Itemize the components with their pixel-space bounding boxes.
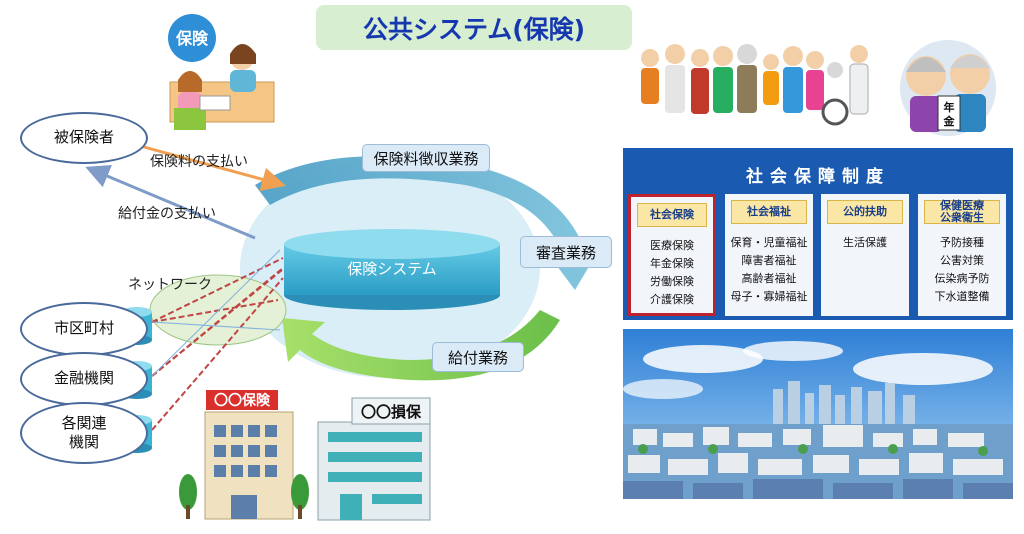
column-item: 下水道整備 xyxy=(934,290,990,303)
city-illustration xyxy=(623,329,1013,499)
cycle-arrow-top xyxy=(255,156,600,290)
pension-book xyxy=(937,95,961,131)
counsel-sign-bubble xyxy=(168,14,216,62)
column-item: 生活保護 xyxy=(843,236,887,249)
column-item: 医療保険 xyxy=(650,239,694,252)
counsel-sign-text: 保険 xyxy=(175,29,209,48)
database-top xyxy=(284,229,500,259)
pension-badge-char2: 金 xyxy=(943,114,956,128)
column-public-assistance: 公的扶助 生活保護 xyxy=(821,194,909,316)
column-item: 母子・寡婦福祉 xyxy=(730,290,808,303)
column-social-welfare: 社会福祉 保育・児童福祉 障害者福祉 高齢者福祉 母子・寡婦福祉 xyxy=(725,194,813,316)
insurer-sign: 〇〇保険 xyxy=(214,393,270,409)
column-social-insurance: 社会保険 医療保険 年金保険 労働保険 介護保険 xyxy=(628,194,716,316)
column-public-health: 保健医療 公衆衛生 予防接種 公害対策 伝染病予防 下水道整備 xyxy=(918,194,1006,316)
column-item: 介護保険 xyxy=(650,293,694,306)
pension-badge-char1: 年 xyxy=(944,100,955,114)
column-item: 公害対策 xyxy=(940,254,984,267)
insurance-building xyxy=(179,390,309,520)
page-title: 公共システム(保険) xyxy=(316,5,632,50)
municipality-node: 市区町村 xyxy=(20,302,148,356)
column-item: 障害者福祉 xyxy=(741,254,797,267)
column-head: 社会保険 xyxy=(637,203,707,227)
insurance-counseling-illustration: 保険 xyxy=(168,14,275,130)
pension-couple-illustration: 年 金 xyxy=(900,40,996,136)
insurance-system-diagram xyxy=(85,133,600,521)
premium-collection-tag: 保険料徴収業務 xyxy=(362,144,490,172)
column-item: 年金保険 xyxy=(650,257,694,270)
column-item: 予防接種 xyxy=(940,236,984,249)
benefit-arrow xyxy=(85,165,256,240)
column-item: 労働保険 xyxy=(650,275,694,288)
review-tag: 審査業務 xyxy=(520,236,612,268)
column-item: 高齢者福祉 xyxy=(741,272,797,285)
column-head: 社会福祉 xyxy=(731,200,807,224)
nonlife-building xyxy=(317,397,431,521)
column-item: 保育・児童福祉 xyxy=(730,236,808,249)
network-label: ネットワーク xyxy=(128,277,212,293)
social-security-panel: 社会保障制度 社会保険 医療保険 年金保険 労働保険 介護保険 社会福祉 保育・… xyxy=(623,148,1013,320)
family-illustration xyxy=(641,44,869,126)
insured-node: 被保険者 xyxy=(20,112,148,164)
premium-payment-label: 保険料の支払い xyxy=(150,154,248,170)
social-security-title: 社会保障制度 xyxy=(746,167,890,187)
column-head: 公的扶助 xyxy=(827,200,903,224)
insurance-system-label: 保険システム xyxy=(347,260,437,278)
column-head: 保健医療 公衆衛生 xyxy=(924,200,1000,224)
column-item: 伝染病予防 xyxy=(934,272,990,285)
nonlife-sign: 〇〇損保 xyxy=(360,402,421,421)
benefit-payment-label: 給付金の支払い xyxy=(118,206,216,222)
related-agencies-node: 各関連 機関 xyxy=(20,402,148,464)
financial-institution-node: 金融機関 xyxy=(20,352,148,406)
benefit-tag: 給付業務 xyxy=(432,342,524,372)
